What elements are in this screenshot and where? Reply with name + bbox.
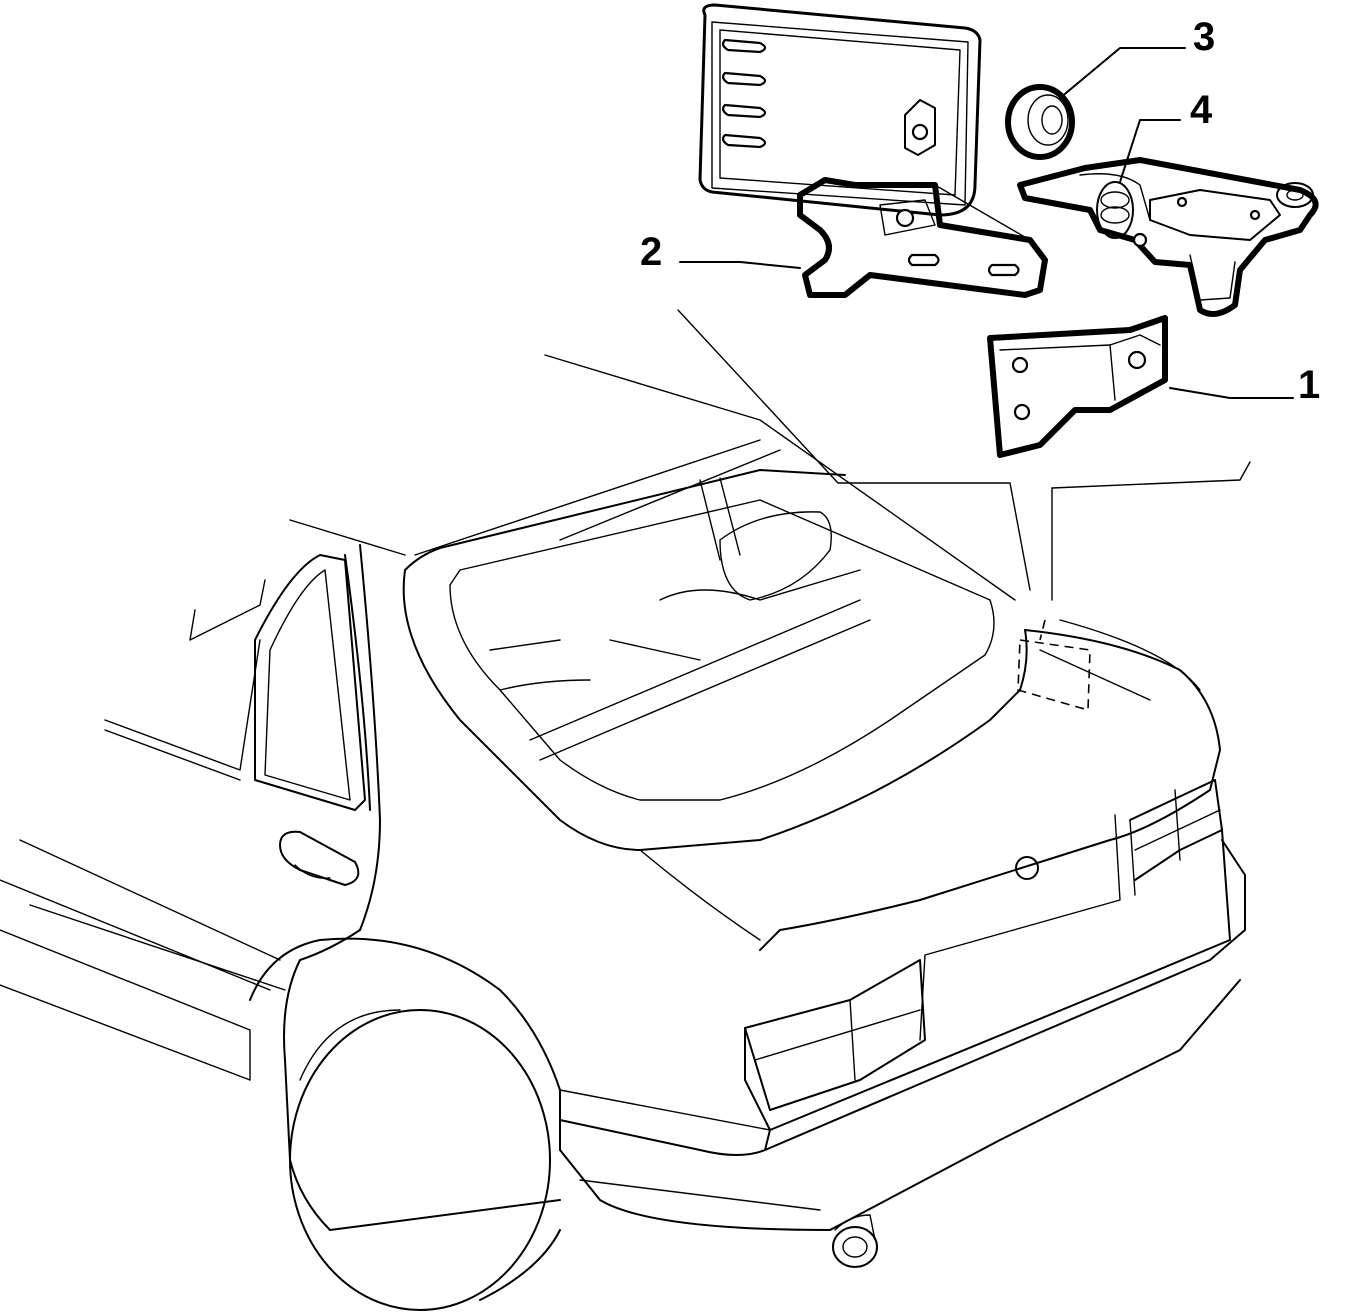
part-2-bracket <box>797 177 1048 298</box>
part-1-striker-plate <box>987 315 1168 458</box>
callout-line-1 <box>1169 387 1294 399</box>
trunk-lid-panel-frame <box>698 3 982 217</box>
callout-label-2: 2 <box>640 230 662 274</box>
callout-line-3 <box>1059 47 1186 99</box>
part-3-grommet <box>1005 84 1075 160</box>
callout-label-3: 3 <box>1193 15 1215 59</box>
callout-line-4 <box>1119 119 1181 183</box>
callout-label-1: 1 <box>1298 363 1320 407</box>
callout-line-2 <box>679 261 801 269</box>
part-4-trunk-lock <box>1017 157 1319 317</box>
leader-lines <box>677 309 1251 712</box>
callout-labels: 1 2 3 4 <box>640 15 1320 407</box>
callout-lines <box>679 47 1294 399</box>
car-rear-view <box>0 354 1246 1311</box>
callout-label-4: 4 <box>1190 88 1213 132</box>
